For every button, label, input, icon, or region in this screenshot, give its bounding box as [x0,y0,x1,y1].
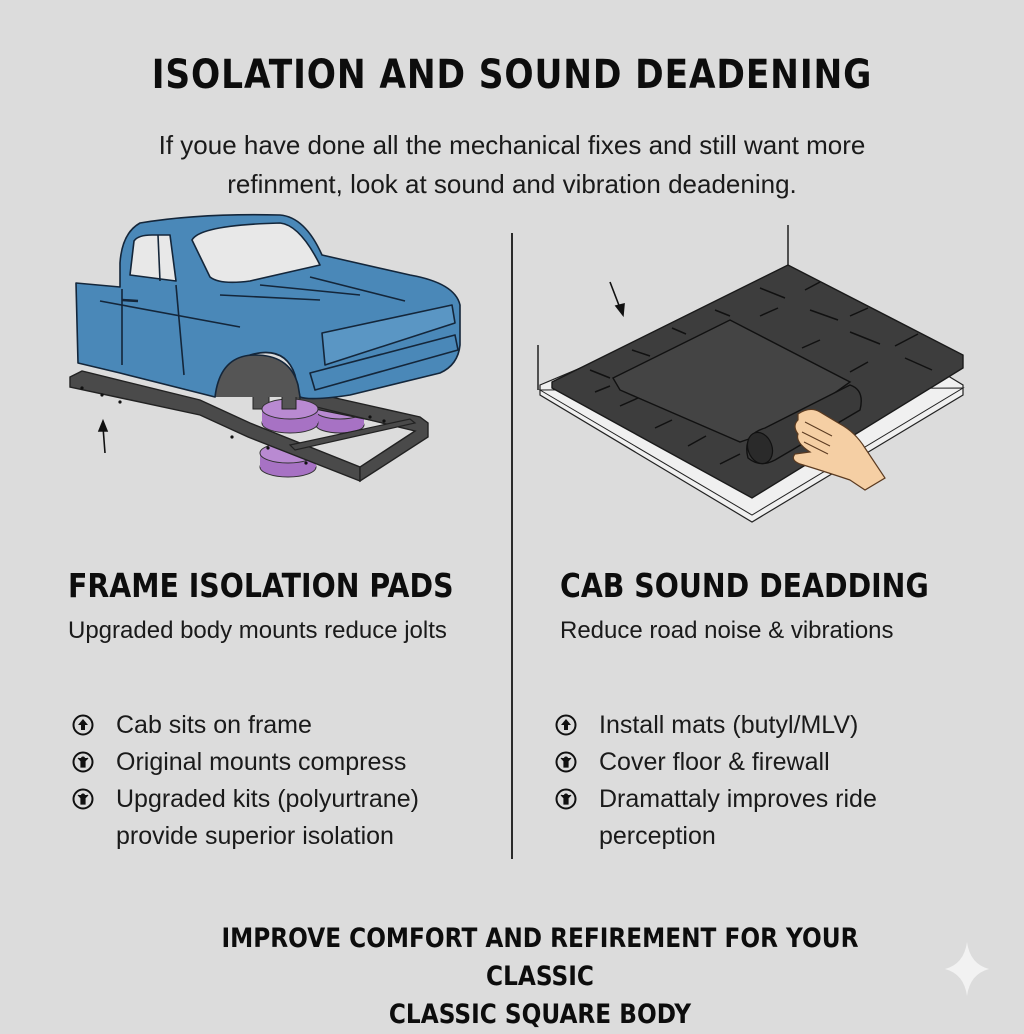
column-divider [511,233,513,859]
person-circle-icon [72,788,94,810]
left-bullet-list: Cab sits on frame Original mounts compre… [72,707,419,855]
left-panel: FRAME ISOLATION PADS Upgraded body mount… [68,566,516,645]
arrow-up-circle-icon [72,714,94,736]
truck-frame-illustration [69,213,461,483]
person-circle-icon [72,751,94,773]
list-item: Cab sits on frame [72,707,419,744]
truck-cab-icon [75,213,461,400]
right-panel: CAB SOUND DEADDING Reduce road noise & v… [560,566,989,645]
intro-text: If youe have done all the mechanical fix… [100,126,924,204]
footer-line-2: CLASSIC SQUARE BODY [388,999,692,1030]
list-item: Upgraded kits (polyurtrane) provide supe… [72,781,419,855]
section-subtitle: Reduce road noise & vibrations [560,617,894,644]
list-item: Install mats (butyl/MLV) [555,707,877,744]
person-circle-icon [555,751,577,773]
intro-line-2: refinment, look at sound and vibration d… [227,169,797,199]
list-item: Cover floor & firewall [555,744,877,781]
arrow-up-circle-icon [555,714,577,736]
hand-icon [792,408,886,491]
footer-tagline: IMPROVE COMFORT AND REFIREMENT FOR YOUR … [205,920,876,1034]
footer-line-1: IMPROVE COMFORT AND REFIREMENT FOR YOUR … [221,923,859,992]
list-item: Dramattaly improves ride perception [555,781,877,855]
section-subtitle: Upgraded body mounts reduce jolts [68,617,447,644]
right-bullet-list: Install mats (butyl/MLV) Cover floor & f… [555,707,877,855]
arrow-down-icon [609,281,625,318]
list-item: Original mounts compress [72,744,419,781]
person-circle-icon [555,788,577,810]
page-title: ISOLATION AND SOUND DEADENING [151,52,873,98]
sparkle-icon [945,942,989,996]
section-title-frame-isolation: FRAME ISOLATION PADS [68,566,454,605]
arrow-up-icon [97,418,109,454]
intro-line-1: If youe have done all the mechanical fix… [158,130,866,160]
sound-mat-illustration [537,225,965,523]
section-title-cab-sound: CAB SOUND DEADDING [560,566,929,605]
